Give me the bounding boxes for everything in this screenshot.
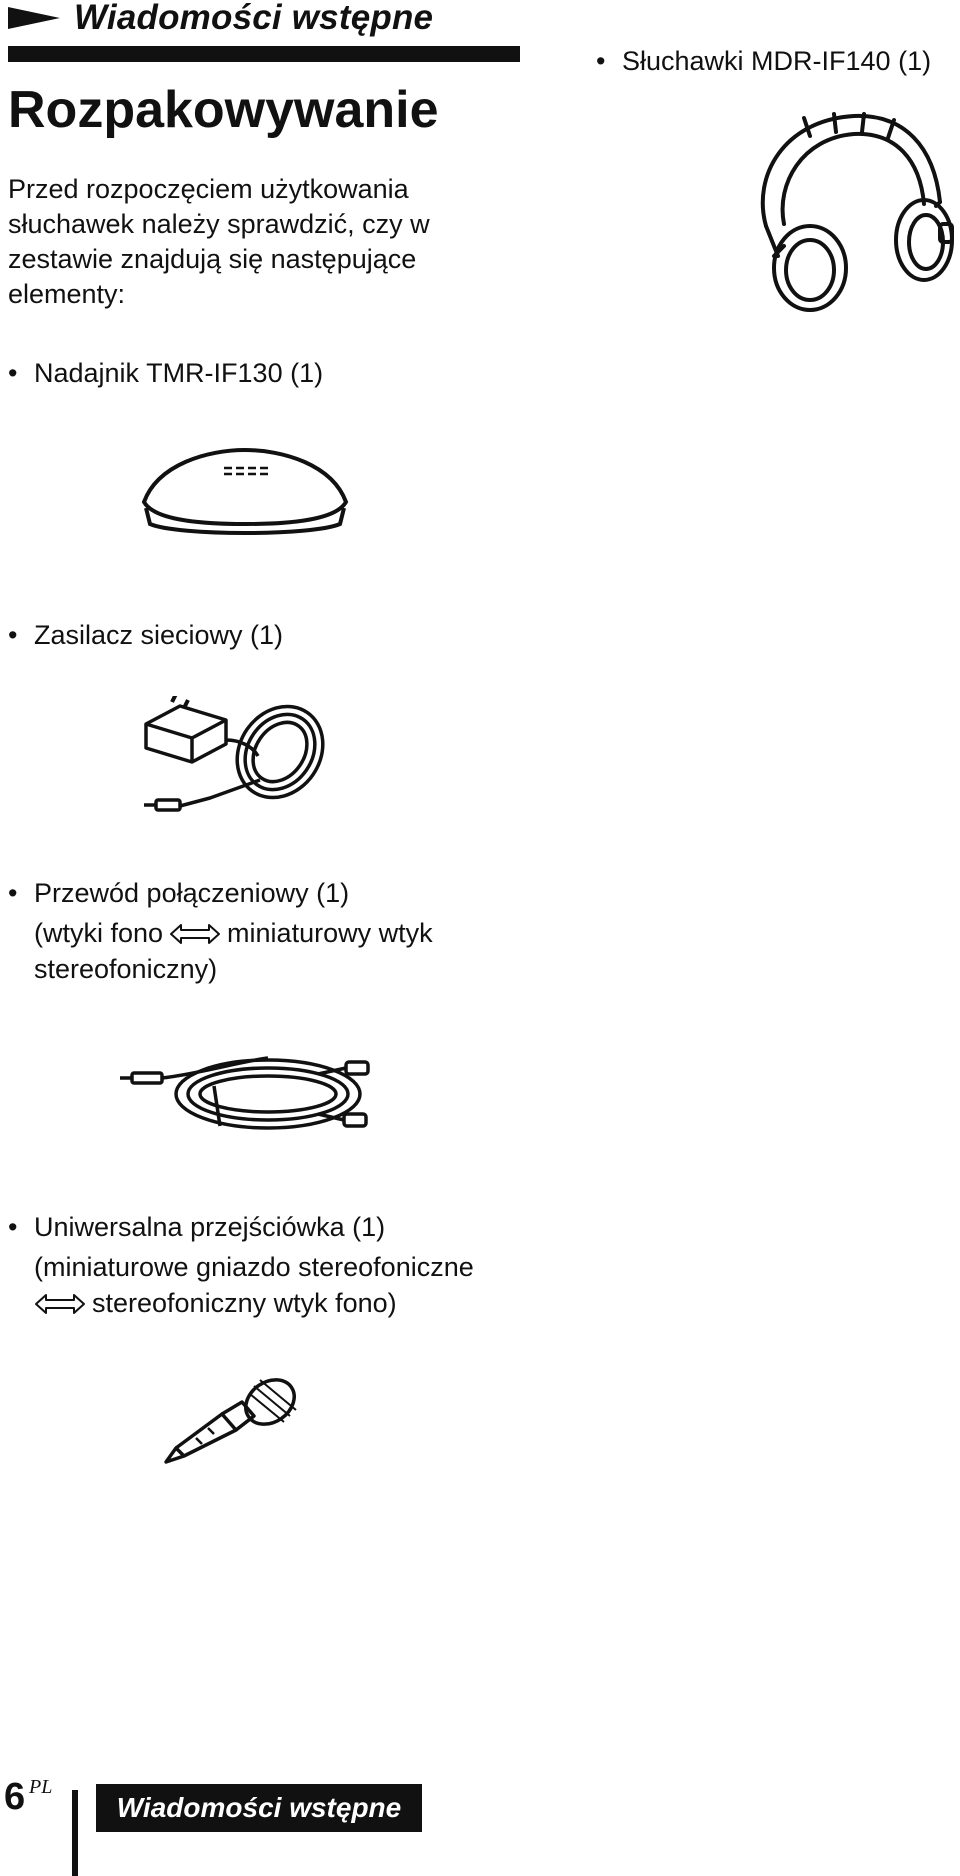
bullet: • xyxy=(8,358,18,388)
transmitter-illustration xyxy=(141,447,349,535)
section-header-text: Wiadomości wstępne xyxy=(74,0,434,37)
item-headphones: • Słuchawki MDR-IF140 (1) xyxy=(596,44,931,79)
header-rule xyxy=(8,46,520,62)
item-plug-adaptor-label: Uniwersalna przejściówka (1) xyxy=(34,1212,386,1242)
footer-divider xyxy=(72,1790,78,1876)
ac-adapter-illustration xyxy=(144,696,325,812)
item-adapter-label: Zasilacz sieciowy (1) xyxy=(34,620,284,650)
headphones-illustration xyxy=(760,112,954,312)
language-code: PL xyxy=(29,1776,53,1798)
double-arrow-icon xyxy=(170,924,221,944)
item-plug-adaptor-line2: (miniaturowe gniazdo stereofoniczne xyxy=(34,1252,474,1282)
item-cable-line2: (wtyki fono miniaturowy wtyk xyxy=(34,916,433,951)
double-arrow-icon xyxy=(35,1294,85,1314)
intro-paragraph: Przed rozpoczęciem użytkowania słuchawek… xyxy=(8,174,430,309)
page-number: 6 xyxy=(4,1776,26,1818)
item-plug-adaptor-line3: stereofoniczny wtyk fono) xyxy=(34,1286,397,1321)
item-cable-label: Przewód połączeniowy (1) xyxy=(34,878,350,908)
section-header: Wiadomości wstępne xyxy=(8,0,434,37)
item-transmitter: • Nadajnik TMR-IF130 (1) xyxy=(8,356,323,391)
item-cable-line3: stereofoniczny) xyxy=(34,954,218,984)
item-adapter: • Zasilacz sieciowy (1) xyxy=(8,618,283,653)
bullet: • xyxy=(8,878,18,908)
footer-section-tab: Wiadomości wstępne xyxy=(96,1784,422,1832)
bullet: • xyxy=(8,1212,18,1242)
item-cable-line2-a: (wtyki fono xyxy=(34,918,164,948)
item-plug-adaptor-line3-text: stereofoniczny wtyk fono) xyxy=(92,1288,397,1318)
item-cable-line2-b: miniaturowy wtyk xyxy=(227,918,433,948)
bullet: • xyxy=(596,46,606,76)
connection-cable-illustration xyxy=(120,1056,370,1130)
bullet: • xyxy=(8,620,18,650)
triangle-marker-icon xyxy=(8,7,60,29)
page-title: Rozpakowywanie xyxy=(8,81,439,139)
plug-adaptor-illustration xyxy=(164,1378,297,1464)
item-headphones-label: Słuchawki MDR-IF140 (1) xyxy=(622,46,932,76)
item-transmitter-label: Nadajnik TMR-IF130 (1) xyxy=(34,358,324,388)
item-cable: • Przewód połączeniowy (1) xyxy=(8,876,349,911)
item-plug-adaptor: • Uniwersalna przejściówka (1) xyxy=(8,1210,385,1245)
